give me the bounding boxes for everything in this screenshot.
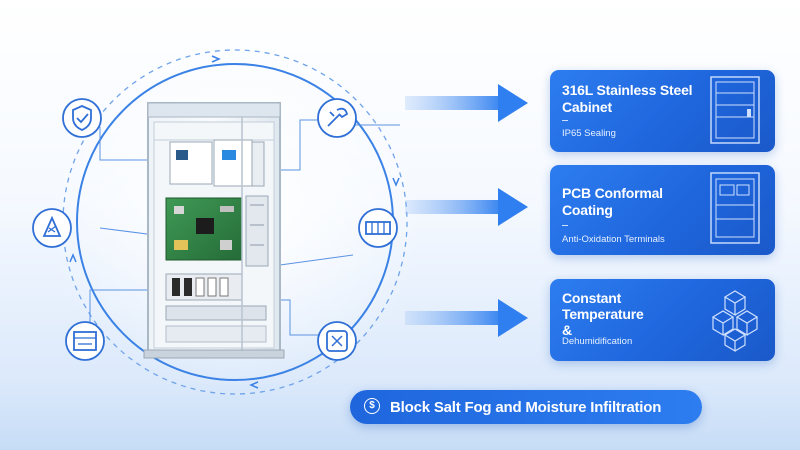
cabinet-illustration [143, 102, 285, 359]
card-subtitle: Anti-Oxidation Terminals [562, 234, 665, 245]
card-title: Constant Temperature& [562, 290, 702, 338]
card-title: 316L Stainless Steel Cabinet [562, 82, 693, 115]
card-title: PCB Conformal Coating [562, 185, 663, 218]
feature-card-stainless-cabinet: 316L Stainless Steel Cabinet IP65 Sealin… [550, 70, 775, 152]
divider [562, 225, 568, 226]
cabinet-outline-icon [710, 172, 760, 244]
arrow-right-icon [405, 188, 528, 226]
card-title-ampersand: & [562, 322, 572, 338]
arrow-right-icon [405, 84, 528, 122]
feature-card-temperature-control: Constant Temperature& Dehumidification [550, 279, 775, 361]
ring-arrow-icon [392, 177, 400, 187]
fan-control-icon [317, 321, 357, 361]
ring-arrow-icon [69, 253, 77, 263]
cubes-icon [711, 290, 759, 353]
card-subtitle: IP65 Sealing [562, 128, 616, 139]
connector-lines [89, 119, 400, 336]
shield-check-icon [62, 98, 102, 138]
footer-text: Block Salt Fog and Moisture Infiltration [390, 399, 662, 416]
card-title-text: Constant Temperature [562, 290, 644, 322]
ring-arrow-icon [249, 381, 259, 389]
footer-banner: $ Block Salt Fog and Moisture Infiltrati… [350, 390, 702, 424]
terminal-block-icon [358, 208, 398, 248]
feature-card-conformal-coating: PCB Conformal Coating Anti-Oxidation Ter… [550, 165, 775, 255]
heater-unit-icon [65, 321, 105, 361]
cabinet-outline-icon [710, 76, 760, 144]
card-subtitle: Dehumidification [562, 336, 633, 347]
ring-arrow-icon [211, 55, 221, 63]
shield-dollar-icon: $ [364, 398, 380, 414]
arrow-right-icon [405, 299, 528, 337]
divider [562, 120, 568, 121]
wrench-tool-icon [317, 98, 357, 138]
corrosion-warning-icon [32, 208, 72, 248]
